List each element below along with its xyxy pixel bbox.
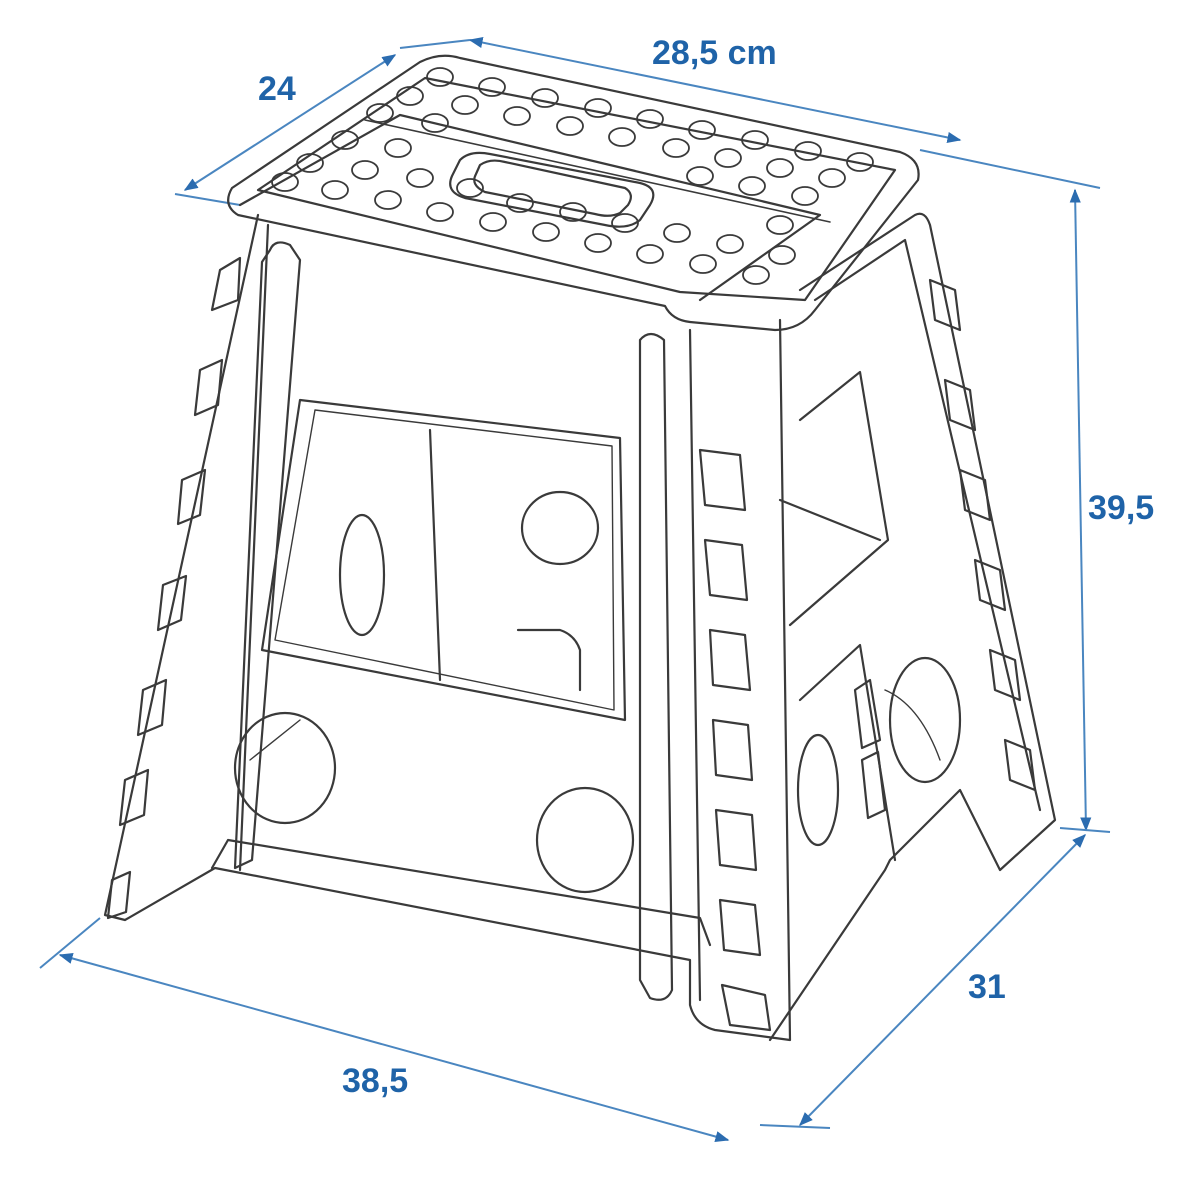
dimension-line-base-depth	[799, 834, 1086, 1126]
dimension-height: 39,5	[1088, 489, 1155, 527]
dimension-top-width: 28,5 cm	[652, 34, 777, 72]
dimension-line-base-width	[58, 952, 730, 1143]
stool-outline	[103, 54, 1057, 1042]
dimension-base-depth: 31	[968, 968, 1006, 1006]
dimension-line-top-width	[468, 37, 962, 143]
tread-holes	[271, 67, 874, 285]
dimension-line-top-depth	[183, 54, 397, 191]
dimension-lines	[39, 37, 1111, 1143]
dimension-top-depth: 24	[258, 70, 296, 108]
hinge-teeth	[698, 448, 772, 1032]
dimension-line-height	[1069, 188, 1092, 832]
dimension-base-width: 38,5	[342, 1062, 409, 1100]
